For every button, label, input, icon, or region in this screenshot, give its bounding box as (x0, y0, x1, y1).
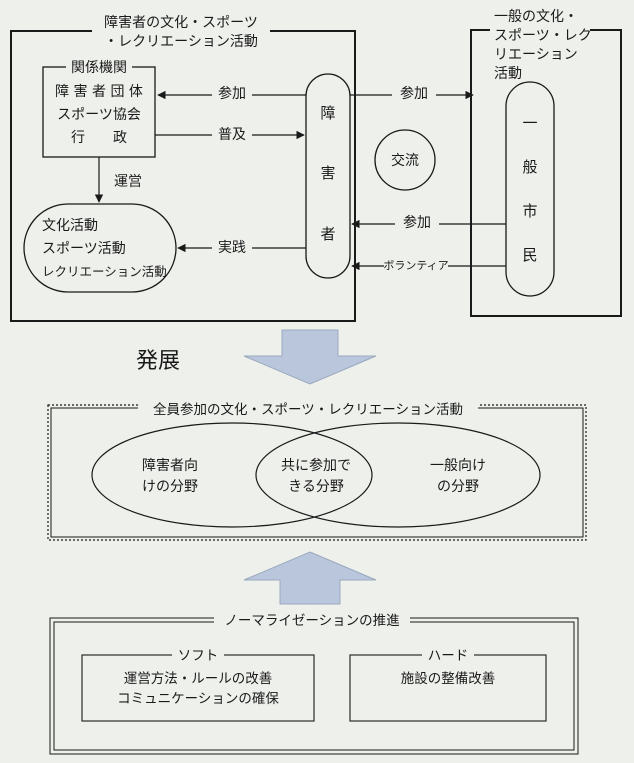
citizens-char-2: 般 (522, 158, 537, 176)
shared-field-line1: 共に参加で (281, 457, 351, 474)
development-label: 発展 (136, 349, 180, 374)
agencies-line2: スポーツ協会 (57, 107, 141, 123)
left-box-arrows: 参加 普及 運営 実践 (94, 83, 306, 256)
down-arrow (243, 329, 377, 385)
normalization-box: ノーマライゼーションの推進 ソフト 運営方法・ルールの改善 コミュニケーションの… (49, 610, 579, 755)
general-box-title-line3: リエーション (494, 47, 578, 63)
general-field-ellipse (255, 422, 541, 528)
citizens-char-1: 一 (522, 114, 537, 132)
general-field-line1: 一般向け (430, 458, 486, 474)
hard-box (349, 654, 547, 722)
disabled-char-1: 障 (320, 104, 335, 122)
shared-field-line2: きる分野 (288, 479, 344, 495)
soft-title: ソフト (178, 648, 219, 664)
disabled-field-line1: 障害者向 (142, 458, 198, 474)
middle-connectors: 参加 交流 参加 ボランティア (350, 83, 506, 273)
disabled-char-2: 害 (320, 164, 335, 182)
agencies-line3: 行 政 (71, 130, 127, 146)
disabled-persons-pill: 障 害 者 (305, 73, 351, 279)
disabled-char-3: 者 (320, 225, 335, 243)
soft-line1: 運営方法・ルールの改善 (124, 671, 273, 687)
label-dissemination: 普及 (218, 127, 246, 143)
label-volunteer: ボランティア (383, 259, 448, 272)
activities-oval: 文化活動 スポーツ活動 レクリエーション活動 (23, 203, 177, 293)
soft-line2: コミュニケーションの確保 (117, 691, 279, 707)
general-box-title-line2: スポーツ・レク (494, 28, 592, 44)
label-management: 運営 (114, 174, 142, 190)
label-participation-citizens: 参加 (403, 214, 431, 231)
label-practice: 実践 (218, 240, 246, 256)
disabled-box-title-line2: ・レクリエーション活動 (104, 34, 258, 50)
general-activities-box: 一般の文化・ スポーツ・レク リエーション 活動 (470, 4, 622, 317)
general-field-line2: の分野 (437, 479, 479, 495)
disabled-box-title-line1: 障害者の文化・スポーツ (104, 15, 258, 31)
label-participation-left-box: 参加 (218, 85, 246, 102)
hard-title: ハード (428, 648, 469, 664)
normalization-title: ノーマライゼーションの推進 (224, 613, 400, 629)
activities-line2: スポーツ活動 (42, 241, 126, 257)
disabled-activities-box: 障害者の文化・スポーツ ・レクリエーション活動 (10, 10, 356, 322)
agencies-box: 関係機関 障 害 者 団 体 スポーツ協会 行 政 (42, 59, 156, 158)
citizens-char-4: 民 (522, 246, 537, 264)
citizens-char-3: 市 (522, 202, 537, 220)
up-arrow (243, 551, 377, 605)
activities-line3: レクリエーション活動 (42, 264, 167, 279)
all-participation-title: 全員参加の文化・スポーツ・レクリエーション活動 (153, 401, 463, 418)
soft-box (81, 654, 315, 722)
disabled-field-ellipse (91, 422, 373, 528)
label-exchange: 交流 (391, 152, 419, 169)
label-participation-right: 参加 (400, 85, 428, 102)
general-box-title-line1: 一般の文化・ (494, 9, 578, 25)
agencies-title: 関係機関 (71, 60, 127, 76)
general-box-title-line4: 活動 (494, 66, 522, 82)
citizens-pill: 一 般 市 民 (505, 81, 555, 297)
disabled-field-line2: けの分野 (142, 479, 198, 495)
hard-line1: 施設の整備改善 (401, 671, 496, 687)
activities-line1: 文化活動 (42, 218, 98, 234)
all-participation-box: 全員参加の文化・スポーツ・レクリエーション活動 障害者向 けの分野 共に参加で … (47, 398, 587, 541)
agencies-line1: 障 害 者 団 体 (55, 84, 143, 100)
